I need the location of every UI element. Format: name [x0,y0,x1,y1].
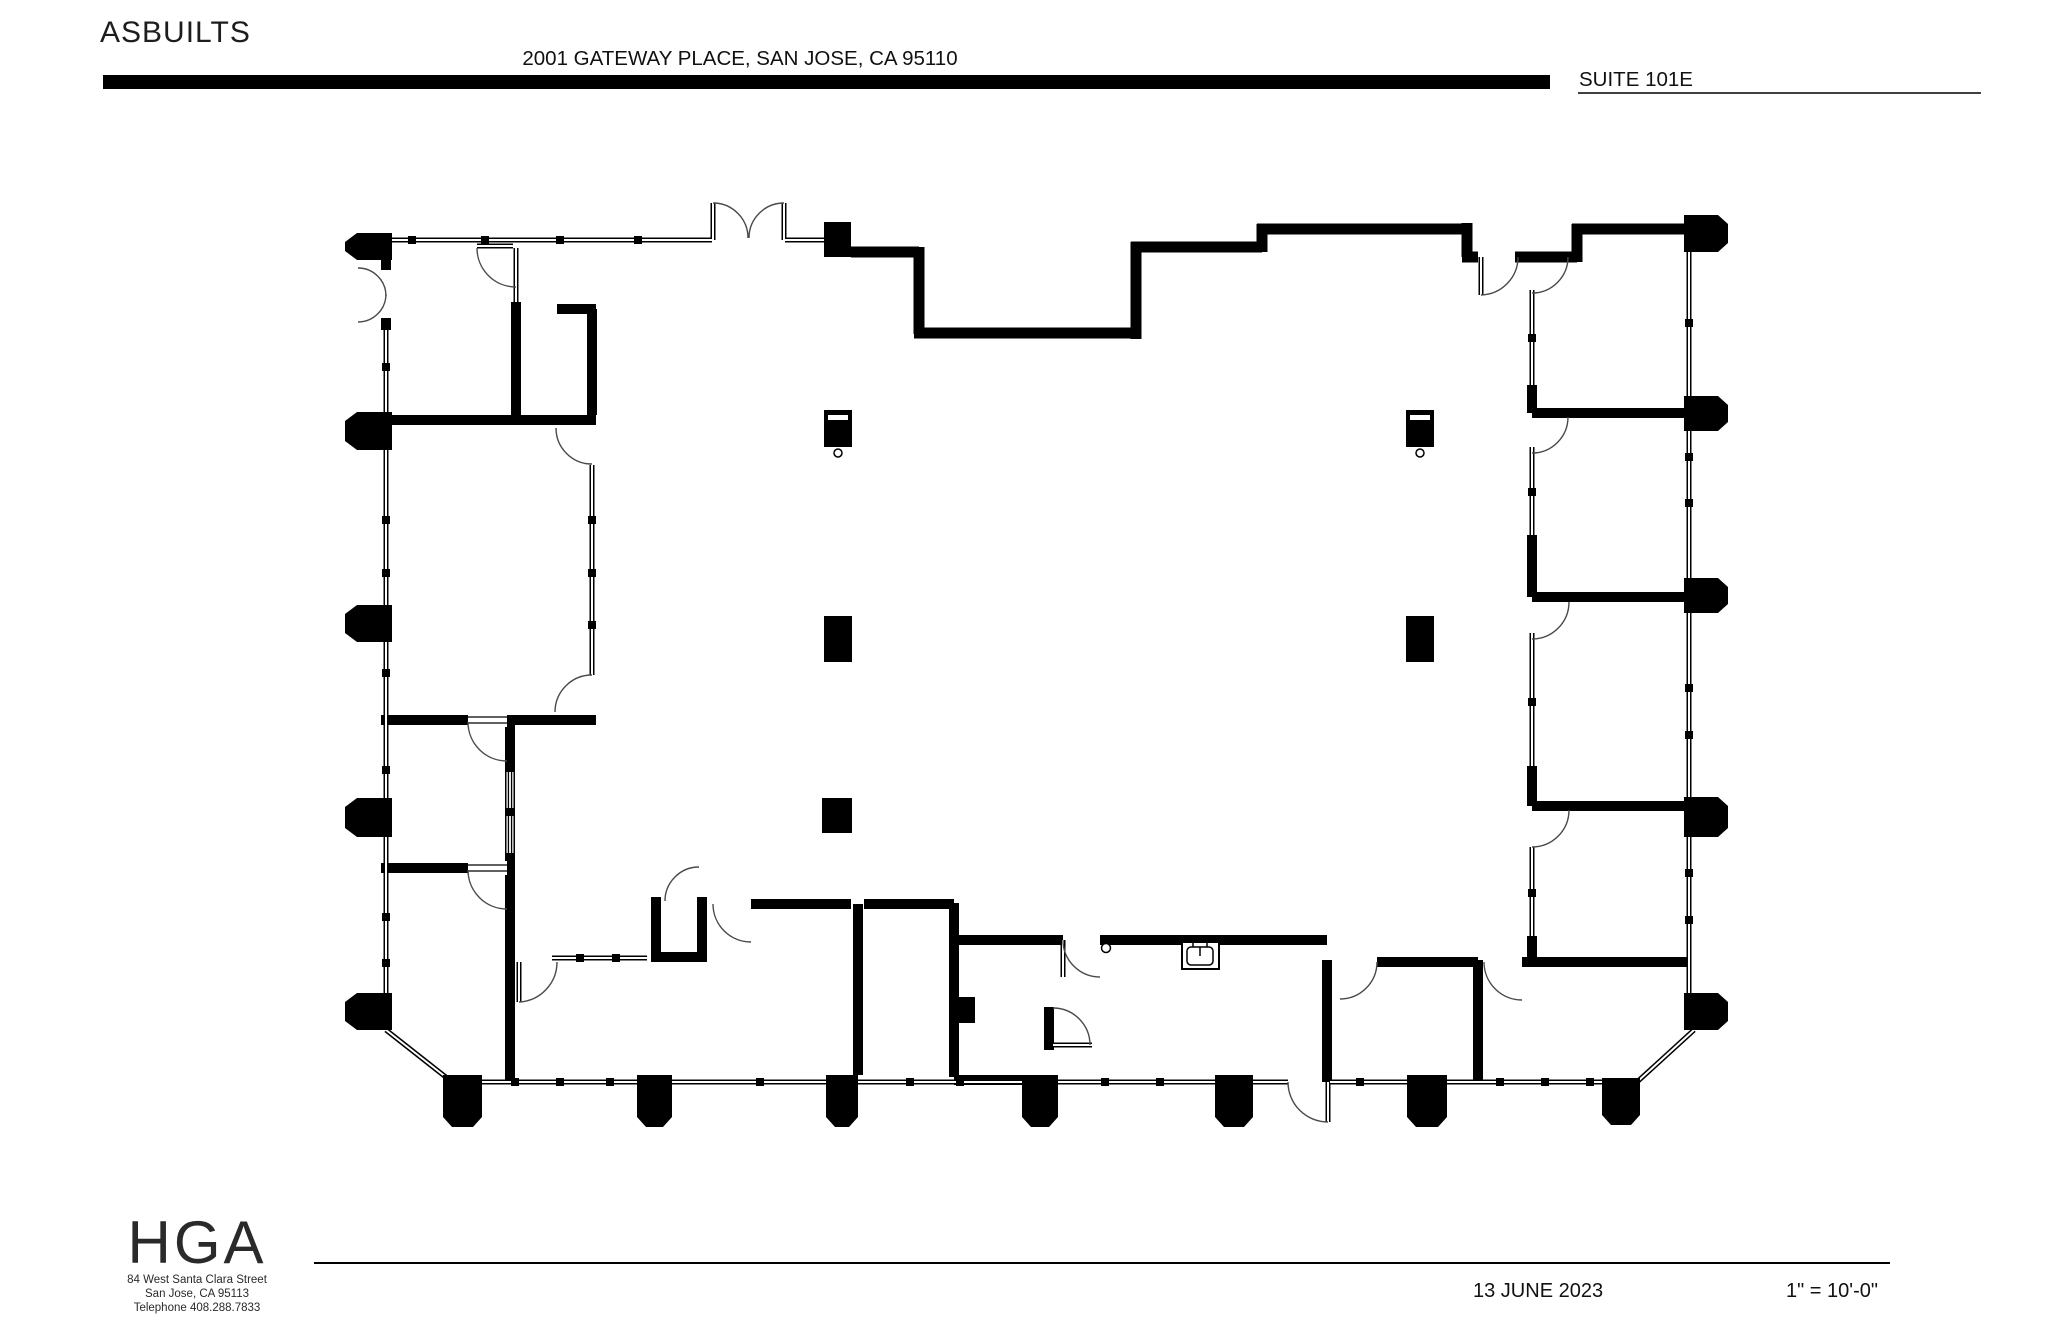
architect-logo: HGA 84 West Santa Clara Street San Jose,… [127,1209,268,1314]
column-right-4 [1684,797,1728,837]
fixtures [824,410,1434,970]
equipment-box-left [824,410,852,458]
teleconf-door-arc [476,247,517,288]
room3-door-arc [1483,961,1523,1001]
wall-jambs-right [1527,385,1537,962]
bottomcenter-room-door-arc [712,903,752,943]
column-bottom-corner [1602,1078,1640,1125]
column-right-3 [1684,578,1728,613]
column-left-5 [345,993,392,1030]
walls-glazed [381,203,1696,1122]
right-office4-door-arc [1531,809,1570,848]
glazing-mullions [382,236,1693,1086]
column-interior-right-mid [1406,616,1434,662]
right-office2-door-arc [1531,416,1569,454]
doors [357,202,1570,1123]
column-right-5 [1684,993,1728,1030]
right-office1-door-arc [1531,256,1569,294]
column-bottom-4 [1022,1075,1058,1127]
logo-text: HGA [127,1209,266,1276]
closet-door-arc [664,866,700,902]
midleft-upper-door-arc [555,427,593,465]
bottomleft-room-door-arc [518,961,558,1003]
suite-label: SUITE 101E [1579,68,1693,91]
column-bottom-1 [443,1075,482,1127]
midleft-lower-door-arc [554,674,593,713]
logo-address-line3: Telephone 408.288.7833 [134,1302,261,1314]
topwall-door-arc [1480,256,1519,296]
room2-door-arc [1339,961,1378,1000]
column-bottom-3 [826,1075,858,1127]
restroom-door-arc [1062,939,1101,978]
column-bottom-2 [637,1075,672,1127]
vestibule-door-arc-bottom [357,293,387,323]
column-bottom-6 [1407,1075,1447,1127]
logo-address-line2: San Jose, CA 95113 [145,1288,249,1300]
office1-door-arc [467,721,508,762]
door-stop [1100,942,1112,954]
entry-door-arc-right [748,202,785,239]
sheet-title: ASBUILTS [100,16,251,49]
wall-pier-restroom [954,997,975,1023]
sink [1181,941,1220,970]
column-left-3 [345,605,392,642]
header: ASBUILTS 2001 GATEWAY PLACE, SAN JOSE, C… [100,16,1981,94]
columns [345,215,1728,1127]
footer: HGA 84 West Santa Clara Street San Jose,… [127,1209,1890,1314]
drawing-scale: 1" = 10'-0" [1786,1280,1878,1302]
vestibule-door-arc-top [357,267,387,297]
walls-mid-left-rooms [381,715,596,1080]
column-interior-left-mid [824,616,852,662]
equipment-box-right [1406,410,1434,458]
walls-right-offices [1522,408,1689,967]
office2-door-arc [467,869,508,910]
column-bottom-5 [1215,1075,1253,1127]
column-left-4 [345,798,392,837]
walls-upper-left-rooms [377,302,597,425]
entry-door-arc-left [712,202,749,239]
floor-plan [345,202,1728,1127]
stall-door-arc [1052,1007,1091,1046]
column-right-2 [1684,396,1728,431]
exit-door-arc [1287,1081,1329,1123]
column-left-1 [345,233,392,260]
header-divider-bar [103,75,1550,89]
right-office3-door-arc [1531,601,1570,640]
logo-address-line1: 84 West Santa Clara Street [127,1274,268,1286]
column-right-1 [1684,215,1728,252]
drawing-date: 13 JUNE 2023 [1473,1280,1603,1302]
project-address: 2001 GATEWAY PLACE, SAN JOSE, CA 95110 [522,47,957,70]
column-top-center [824,222,851,257]
column-left-2 [345,412,392,450]
walls-thick [851,223,1688,339]
column-interior-left-low [822,798,852,833]
